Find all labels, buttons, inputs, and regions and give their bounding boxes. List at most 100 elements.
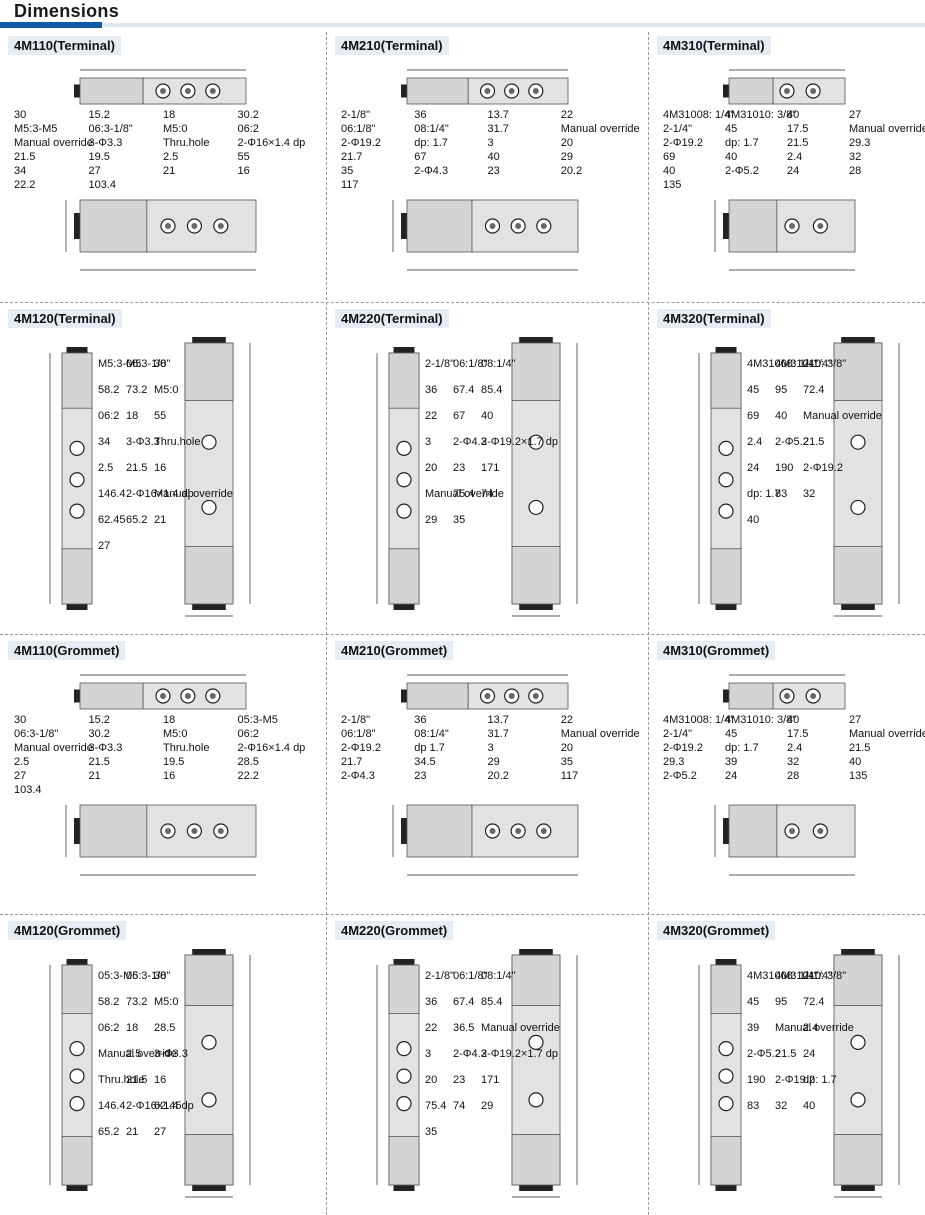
coil-end-cap xyxy=(74,818,80,844)
end-cap xyxy=(715,1185,737,1191)
dimension-label: 18 xyxy=(163,109,175,121)
dimension-label: 72.4 xyxy=(803,384,824,396)
drawing-group xyxy=(392,674,579,876)
port-circle xyxy=(850,499,866,516)
solenoid-coil xyxy=(79,682,144,710)
dimension-label: 27 xyxy=(154,1126,166,1138)
dimension-label: 65.2 xyxy=(98,1126,119,1138)
dimension-label: M5:0 xyxy=(163,123,187,135)
port-core xyxy=(160,88,166,94)
dimension-label: 2-Φ5.2 xyxy=(747,1048,781,1060)
port-core xyxy=(515,828,522,834)
dimension-label: Manual override xyxy=(849,123,925,135)
dimension-label: 73.2 xyxy=(126,384,147,396)
port-circle xyxy=(201,1034,217,1051)
solenoid-coil xyxy=(728,77,774,105)
port-core xyxy=(165,828,171,834)
dimension-label: 23 xyxy=(414,770,426,782)
coil-end-cap xyxy=(74,213,80,239)
coil-end-cap xyxy=(401,213,407,239)
dimension-label: 28 xyxy=(787,770,799,782)
end-cap xyxy=(192,1185,226,1191)
dimension-label: 06:3-1/8" xyxy=(89,123,133,135)
coil-end-cap xyxy=(723,689,729,703)
model-label: 4M220(Grommet) xyxy=(335,921,454,940)
dimension-label: 2-Φ19.2 xyxy=(341,137,381,149)
dimension-label: 21 xyxy=(163,165,175,177)
dimension-label: 06:3-1/8" xyxy=(126,970,170,982)
dimension-label: 4M31008: 1/4" xyxy=(747,358,818,370)
dimension-label: 13.7 xyxy=(488,714,509,726)
solenoid-coil xyxy=(833,954,883,1006)
dimension-label: 2-Φ19.2 xyxy=(663,742,703,754)
dimension-label: 29 xyxy=(481,1100,493,1112)
dimension-label: 24 xyxy=(747,462,759,474)
solenoid-coil xyxy=(388,964,420,1014)
end-cap xyxy=(393,959,415,965)
dimension-label: 20 xyxy=(561,742,573,754)
solenoid-coil xyxy=(388,352,420,409)
port-core xyxy=(209,693,216,699)
dimension-label: 32 xyxy=(803,488,815,500)
dimension-label: 36 xyxy=(414,109,426,121)
dimension-label: 2.4 xyxy=(787,151,802,163)
column-divider xyxy=(326,32,327,1215)
dimension-label: 2-1/8" xyxy=(341,714,370,726)
dimension-label: 2.4 xyxy=(803,1022,818,1034)
dimension-label: 06:2 xyxy=(238,728,259,740)
dimension-label: 4M31010: 3/8" xyxy=(775,970,846,982)
dimension-label: 21.5 xyxy=(787,137,808,149)
drawing-group xyxy=(65,69,257,271)
port-core xyxy=(817,223,824,229)
dimension-label: 35 xyxy=(341,165,353,177)
dimension-label: 2.4 xyxy=(747,436,762,448)
port-circle xyxy=(718,1096,734,1112)
dimension-label: 2-1/4" xyxy=(803,358,832,370)
port-circle xyxy=(69,503,85,519)
dimension-label: 2-Φ16×1.4 dp xyxy=(238,137,306,149)
dimension-label: 3 xyxy=(425,436,431,448)
dimension-label: 28 xyxy=(849,165,861,177)
dimension-label: 2.5 xyxy=(126,1048,141,1060)
solenoid-coil xyxy=(728,682,774,710)
end-cap xyxy=(841,337,875,343)
dimension-label: 69 xyxy=(663,151,675,163)
dimension-label: 13.7 xyxy=(488,109,509,121)
solenoid-coil xyxy=(728,199,778,253)
dimension-label: 146.4 xyxy=(98,1100,126,1112)
dimension-label: Manual override xyxy=(849,728,925,740)
port-core xyxy=(217,223,224,229)
dimension-label: M5:0 xyxy=(154,996,178,1008)
page-header: Dimensions xyxy=(0,0,925,30)
dimension-label: 40 xyxy=(481,410,493,422)
end-cap xyxy=(519,1185,553,1191)
dimension-label: 2.4 xyxy=(787,742,802,754)
dimension-label: 74 xyxy=(453,1100,465,1112)
dimension-label: M5:3-M5 xyxy=(98,358,141,370)
port-circle xyxy=(718,472,734,488)
model-label: 4M310(Grommet) xyxy=(657,641,776,660)
dimension-label: 21.5 xyxy=(849,742,870,754)
dimension-label: 2-Φ19.2×1.7 dp xyxy=(481,436,558,448)
model-label: 4M110(Terminal) xyxy=(8,36,121,55)
solenoid-coil xyxy=(511,546,561,605)
dimension-label: 21 xyxy=(126,1126,138,1138)
dimension-label: 65.2 xyxy=(126,514,147,526)
dimension-label: 2.5 xyxy=(14,756,29,768)
model-label: 4M210(Terminal) xyxy=(335,36,449,55)
dimension-label: 67 xyxy=(414,151,426,163)
dimension-label: dp: 1.7 xyxy=(803,1074,837,1086)
end-cap xyxy=(66,959,88,965)
dimension-label: 55 xyxy=(154,410,166,422)
dimension-label: 18 xyxy=(126,1022,138,1034)
end-cap xyxy=(192,604,226,610)
drawing-group xyxy=(392,69,579,271)
port-circle xyxy=(718,440,734,456)
